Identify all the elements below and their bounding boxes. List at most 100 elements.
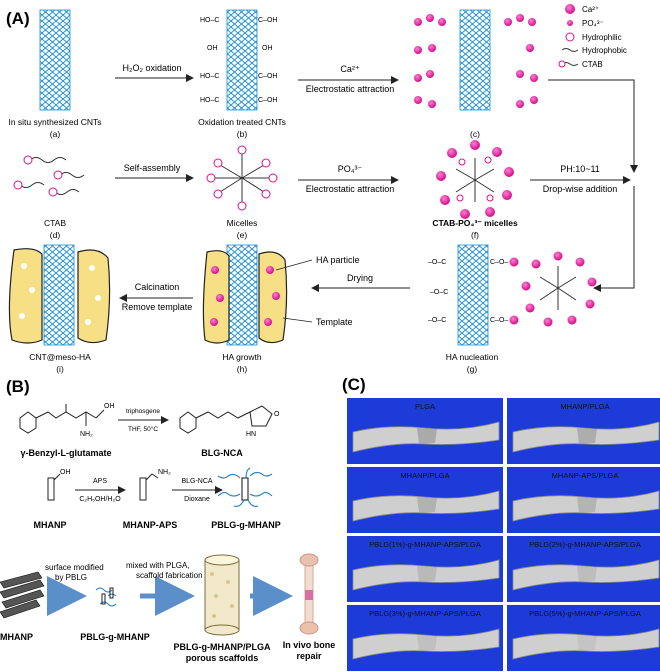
step-h-caption: HA growth — [222, 352, 261, 362]
step-h-letter: (h) — [237, 364, 248, 374]
mhanp-bundle — [0, 571, 45, 619]
svg-text:–O–C: –O–C — [428, 317, 446, 324]
row3-mid-label: PBLG-g-MHANP — [80, 632, 150, 642]
panel-b-label: (B) — [6, 377, 30, 396]
cnt-tube-c — [459, 9, 491, 111]
ct-tile: PBLG(2%)-g-MHANP-APS/PLGA — [507, 536, 660, 602]
row3-start-label: MHANP — [0, 632, 33, 642]
svg-text:HO–C: HO–C — [200, 17, 219, 24]
legend-ctab: CTAB — [582, 60, 603, 69]
cnt-tube-a — [39, 9, 71, 111]
bone-icon — [299, 553, 319, 635]
row3-a1-top: surface modified — [45, 563, 104, 572]
step-d-caption: CTAB — [44, 218, 66, 228]
mhanp-aps-rod — [139, 473, 159, 501]
ct-tile-label: MHANP/PLGA — [400, 471, 449, 480]
row3-a2-top: mixed with PLGA, — [126, 561, 190, 570]
pointer-template — [282, 317, 313, 323]
defect-region — [417, 635, 437, 651]
connector-c-to-f — [548, 79, 638, 173]
bone-scan — [512, 559, 660, 591]
legend-ca-icon — [565, 4, 575, 14]
cnt-tube-i — [43, 244, 75, 346]
step-b-letter: (b) — [237, 129, 248, 139]
pblg-particles — [95, 587, 117, 607]
row2-end-label: PBLG-g-MHANP — [211, 520, 281, 530]
glutamate-oh: OH — [104, 403, 115, 410]
arrow-ef-bottom: Electrostatic attraction — [306, 184, 395, 194]
row3-end-2: repair — [296, 651, 322, 661]
panel-c-label: (C) — [342, 375, 366, 394]
arrow-ab-label: H₂O₂ oxidation — [122, 63, 181, 73]
ct-tile: MHANP/PLGA — [347, 467, 503, 533]
ct-tile: PBLG(1%)-g-MHANP-APS/PLGA — [347, 536, 503, 602]
cnt-tube-g — [457, 244, 489, 346]
template-label: Template — [316, 317, 353, 327]
panel-c-grid: PLGA MHANP/PLGA MHANP/PLGA MHANP-APS/PLGA PB… — [347, 398, 660, 671]
svg-text:HO–C: HO–C — [200, 73, 219, 80]
legend-ca: Ca²⁺ — [582, 5, 599, 14]
attached-micelle-g — [509, 251, 597, 327]
ca-ions-c — [414, 14, 538, 108]
ct-tile: MHANP/PLGA — [507, 398, 660, 464]
arrow-bc-bottom: Electrostatic attraction — [306, 84, 395, 94]
defect-region — [417, 497, 437, 513]
row3-scaffold-2: porous scaffolds — [186, 653, 259, 663]
row3-end-1: In vivo bone — [283, 640, 336, 650]
arrow-bc-top: Ca²⁺ — [340, 64, 360, 74]
connector-to-g — [593, 186, 635, 292]
legend-hydrophobic: Hydrophobic — [582, 46, 627, 55]
ha-shell-left-i — [8, 248, 43, 344]
micelle-f — [436, 140, 514, 219]
carboxyl-groups-g: –O–C–O–C–O–C C–O–C–O– — [428, 259, 508, 324]
defect-region — [417, 428, 437, 444]
step-f-letter: (f) — [471, 230, 479, 240]
row3-a2-bottom: scaffold fabrication — [136, 571, 203, 580]
scaffold-cylinder — [204, 554, 240, 636]
step-i-letter: (i) — [56, 364, 64, 374]
step-i-caption: CNT@meso-HA — [29, 352, 91, 362]
nca-o: O — [274, 411, 280, 418]
cnt-tube-b — [226, 9, 258, 111]
legend-hydrophilic: Hydrophilic — [582, 33, 622, 42]
step-f-caption: CTAB-PO₄³⁻ micelles — [432, 218, 518, 228]
step-g-letter: (g) — [467, 364, 478, 374]
pblg-g-mhanp-icon — [217, 467, 273, 507]
step-b-caption: Oxidation treated CNTs — [198, 117, 286, 127]
ct-tile: MHANP-APS/PLGA — [507, 467, 660, 533]
ct-tile-label: PLGA — [415, 402, 435, 411]
arrow-f-out-bottom: Drop-wise addition — [543, 184, 618, 194]
defect-region — [577, 428, 597, 444]
ct-tile: PBLG(3%)-g-MHANP-APS/PLGA — [347, 605, 503, 671]
step-e-letter: (e) — [237, 230, 248, 240]
ct-tile-label: MHANP-APS/PLGA — [552, 471, 619, 480]
arrow-hi-bottom: Remove template — [122, 302, 193, 312]
bone-scan — [512, 628, 660, 660]
bone-scan — [352, 628, 500, 660]
row2-start-label: MHANP — [34, 520, 67, 530]
step-c-letter: (c) — [470, 129, 480, 139]
arrow-de-label: Self-assembly — [124, 163, 181, 173]
step-a-letter: (a) — [50, 129, 61, 139]
bone-scan — [512, 490, 660, 522]
ct-tile-label: PBLG(1%)-g-MHANP-APS/PLGA — [369, 540, 481, 549]
legend-po4-icon — [567, 20, 573, 26]
pores-i — [19, 263, 101, 325]
row1-reagent-bottom: THF, 50°C — [128, 425, 158, 433]
row3-scaffold-1: PBLG-g-MHANP/PLGA — [174, 642, 271, 652]
arrow-f-out-top: PH:10~11 — [560, 164, 600, 174]
nca-structure — [179, 405, 273, 434]
svg-text:C–OH: C–OH — [258, 17, 277, 24]
micelle-e — [206, 145, 278, 211]
mhanp-aps-nh2: NH₂ — [158, 469, 171, 476]
row2-a1-bottom: C₂H₅OH/H₂O — [79, 496, 121, 503]
ha-shell-right-i — [77, 249, 111, 344]
arrow-gh-label: Drying — [347, 273, 373, 283]
svg-text:HO–C: HO–C — [200, 97, 219, 104]
defect-region — [577, 566, 597, 582]
nca-hn: HN — [246, 431, 256, 438]
legend: Ca²⁺ PO₄³⁻ Hydrophilic Hydrophobic CTAB — [558, 4, 627, 69]
legend-hydrophobic-icon — [561, 48, 579, 52]
ct-tile-label: MHANP/PLGA — [560, 402, 609, 411]
row2-mid-label: MHANP-APS — [123, 520, 178, 530]
